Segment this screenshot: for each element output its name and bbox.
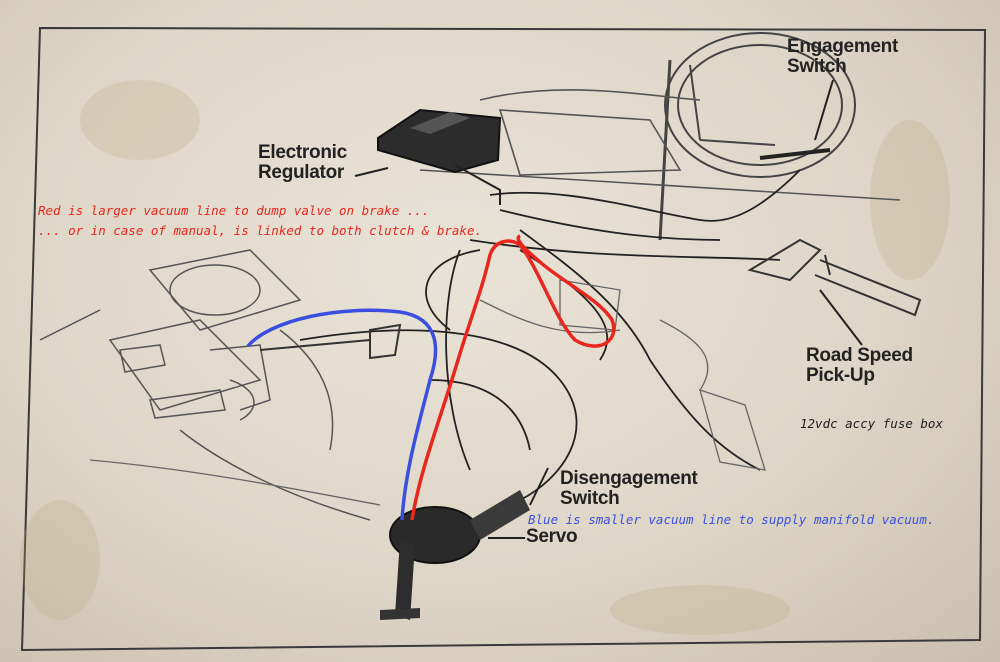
road-speed-leader: [819, 289, 863, 346]
engagement-switch-label: Engagement Switch: [787, 37, 898, 77]
engine-carburetor: [39, 249, 371, 521]
road-speed-pickup-label-line1: Road Speed: [806, 345, 913, 366]
servo-label-text: Servo: [526, 526, 578, 547]
engagement-switch: [759, 148, 831, 160]
throttle-cable: [259, 323, 402, 360]
dashboard: [419, 89, 901, 201]
red-vacuum-line: [410, 234, 616, 521]
blue-line-note: Blue is smaller vacuum line to supply ma…: [528, 512, 935, 527]
disengagement-switch-label: Disengagement Switch: [560, 469, 698, 509]
electronic-regulator-label-line1: Electronic: [258, 142, 347, 163]
electronic-regulator-label-line2: Regulator: [258, 162, 344, 183]
road-speed-pickup-label: Road Speed Pick-Up: [806, 346, 913, 386]
road-speed-pickup: [747, 238, 922, 317]
disengagement-switch-label-line2: Switch: [560, 488, 620, 509]
wiring-harness: [299, 169, 801, 501]
red-line-note-2: ... or in case of manual, is linked to b…: [38, 223, 483, 238]
engagement-switch-label-line1: Engagement: [787, 36, 899, 57]
engagement-switch-label-line2: Switch: [787, 56, 847, 77]
disengagement-switch-label-line1: Disengagement: [560, 468, 698, 489]
servo-unit: [380, 490, 530, 620]
electronic-regulator-label: Electronic Regulator: [258, 143, 347, 183]
fuse-box-note: 12vdc accy fuse box: [800, 416, 943, 431]
electronic-regulator-box: [377, 108, 502, 205]
steering-wheel: [658, 32, 856, 241]
paper-stains: [20, 80, 950, 635]
red-line-note-1: Red is larger vacuum line to dump valve …: [38, 203, 430, 218]
sheet-border: [20, 26, 987, 652]
road-speed-pickup-label-line2: Pick-Up: [806, 365, 875, 386]
servo-label: Servo: [526, 526, 578, 547]
regulator-leader: [354, 167, 389, 177]
engagement-leader: [814, 79, 834, 141]
disengagement-leader: [529, 467, 549, 506]
blue-vacuum-line: [246, 308, 438, 521]
